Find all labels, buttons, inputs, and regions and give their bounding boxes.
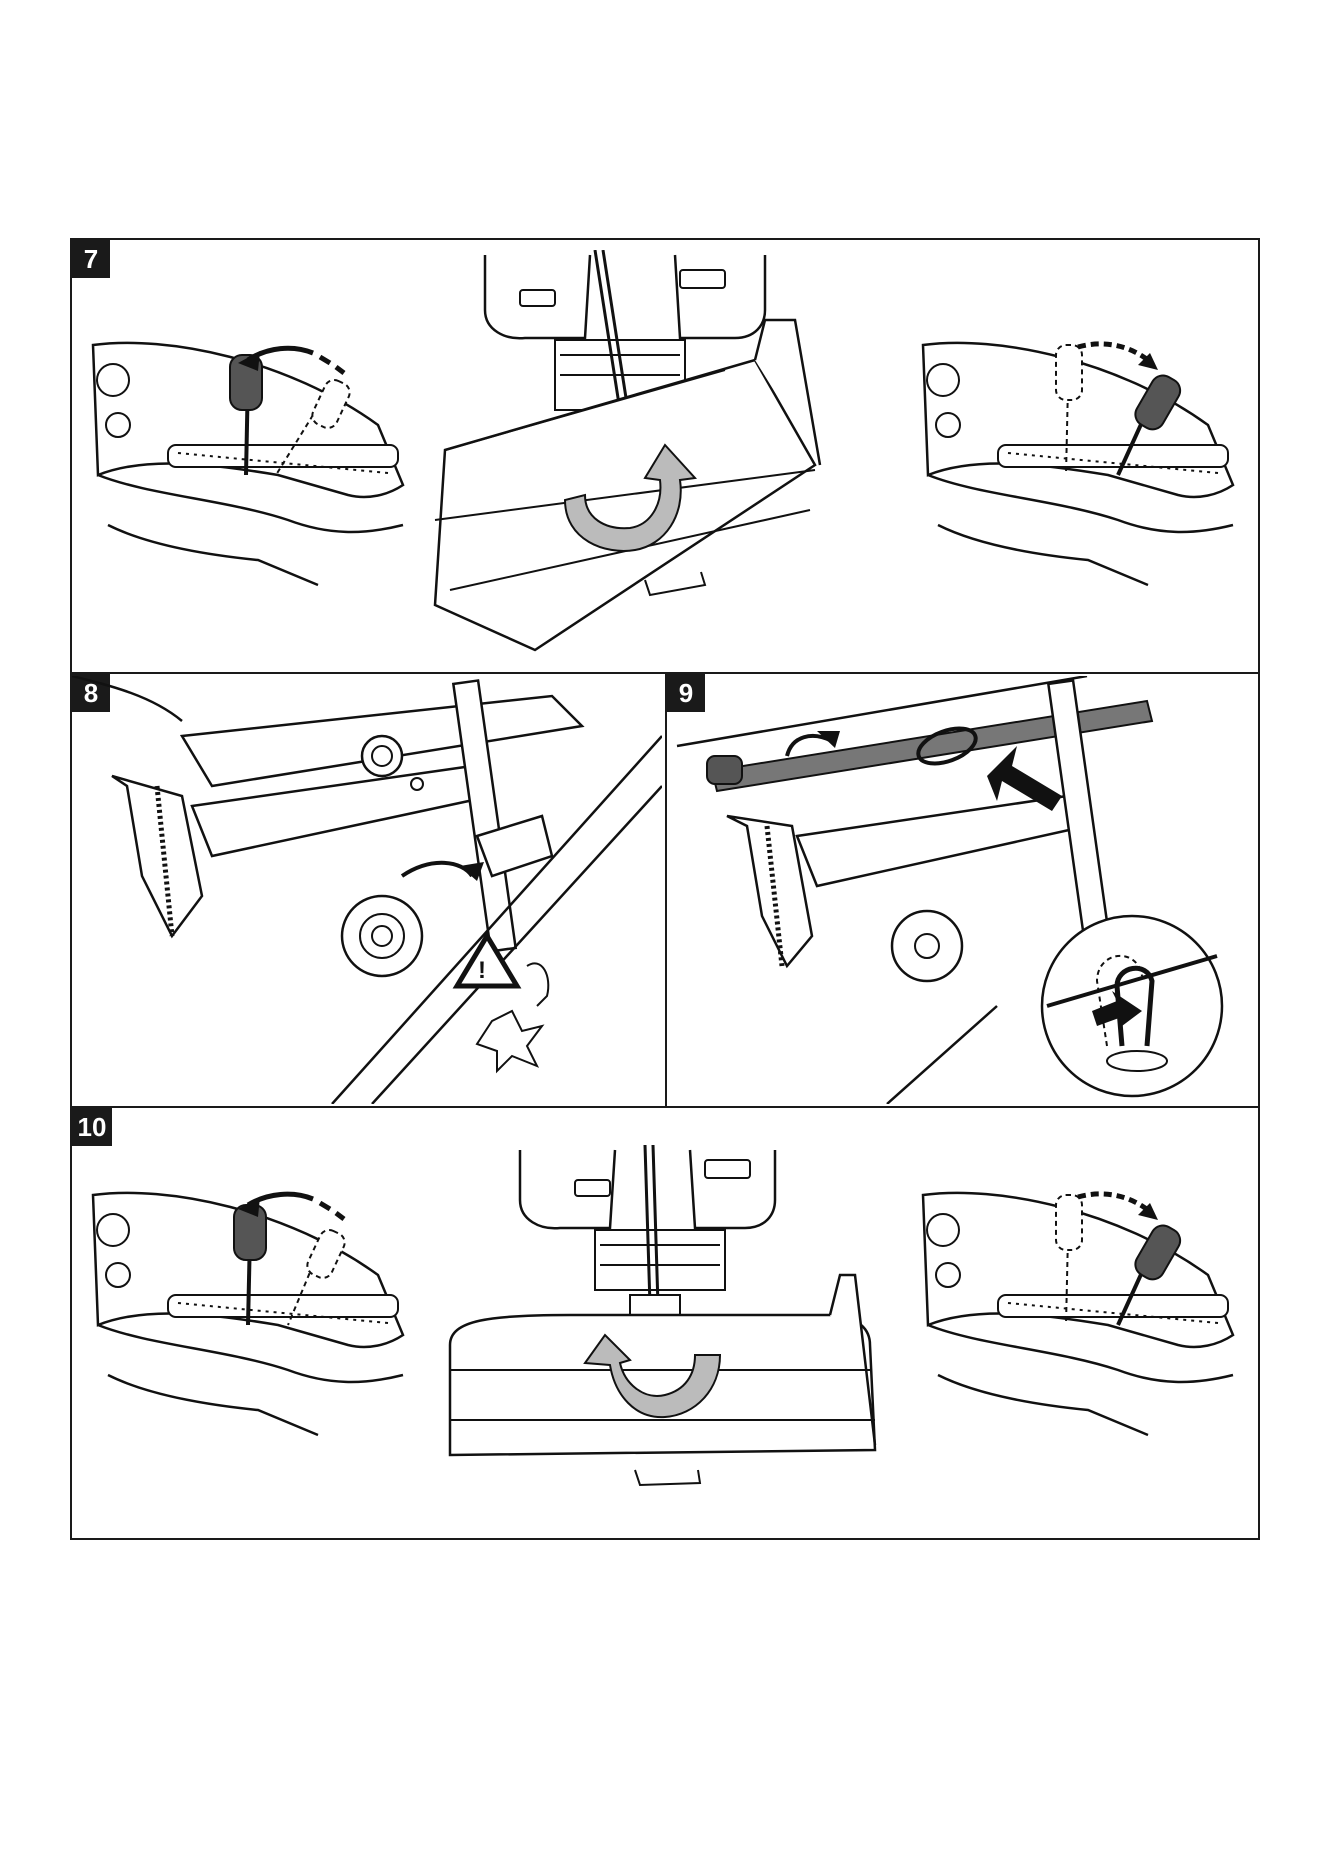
step-10-lever-right-illustration	[918, 1175, 1238, 1465]
step-9-blade-illustration	[667, 676, 1257, 1104]
step-7-mower-deck-illustration	[425, 250, 915, 660]
step-7-lever-left-illustration	[88, 325, 408, 615]
step-8-blade-illustration: !	[72, 676, 662, 1104]
step-10-lever-left-illustration	[88, 1175, 408, 1465]
step-7-lever-right-illustration	[918, 325, 1238, 615]
divider-row2	[70, 1106, 1260, 1108]
step-10-mower-deck-illustration	[430, 1145, 900, 1490]
step-10-badge: 10	[72, 1108, 112, 1146]
step-7-badge: 7	[72, 240, 110, 278]
svg-text:!: !	[478, 957, 486, 984]
